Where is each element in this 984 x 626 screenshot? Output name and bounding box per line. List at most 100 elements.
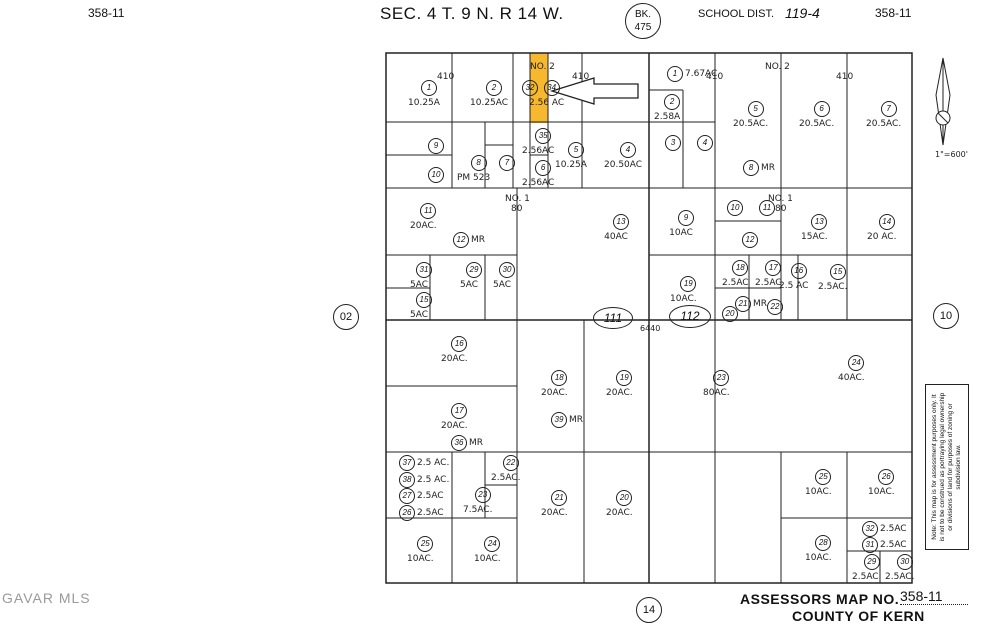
adjacent-map-south[interactable]: 14 [636, 597, 662, 623]
parcel-number: 8 [743, 160, 759, 176]
distance-label: 80 [511, 204, 523, 214]
parcel-area: 10AC. [474, 554, 501, 564]
parcel-ne-4[interactable]: 4 [697, 135, 713, 151]
parcel-area: 10.25A [555, 160, 587, 170]
parcel-ne-3[interactable]: 3 [665, 135, 681, 151]
parcel-area: 80AC. [703, 388, 730, 398]
parcel-area: 10AC. [407, 554, 434, 564]
adjacent-map-east[interactable]: 10 [933, 303, 959, 329]
parcel-number: 36 [451, 435, 467, 451]
parcel-area: 5AC [492, 280, 511, 290]
parcel-ne-11[interactable]: 11 [759, 200, 775, 216]
parcel-ne-10[interactable]: 10 [727, 200, 743, 216]
parcel-area: 15AC. [801, 232, 828, 242]
parcel-number: 2 [486, 80, 503, 96]
county-label: COUNTY OF KERN [792, 608, 925, 624]
book-badge: BK. 475 [625, 3, 661, 39]
parcel-number: 2 [664, 94, 681, 110]
parcel-number: 18 [732, 260, 749, 276]
parcel-area: 2.5 AC. [417, 458, 450, 468]
parcel-number: 30 [896, 554, 913, 570]
distance-label: 410 [572, 72, 590, 82]
parcel-area: 2.5AC. [491, 473, 521, 483]
parcel-number: 1 [420, 80, 437, 96]
parcel-nw-32[interactable]: 32 [522, 80, 538, 96]
parcel-number: 6 [535, 160, 552, 176]
parcel-area: 2.5AC [417, 491, 444, 501]
parcel-nw-9[interactable]: 9 [428, 138, 444, 154]
parcel-ne-20[interactable]: 20 [722, 306, 738, 322]
parcel-nw-10[interactable]: 10 [428, 167, 444, 183]
pointer-arrow-icon [549, 77, 639, 105]
parcel-area: 2.5AC [880, 524, 907, 534]
road-label-112: 112 [669, 305, 711, 328]
parcel-ne-12[interactable]: 12 [742, 232, 758, 248]
corner-label: NO. 2 [530, 62, 555, 72]
parcel-number: 21 [735, 296, 751, 312]
parcel-number: 19 [616, 370, 633, 386]
parcel-ne-22[interactable]: 22 [767, 299, 783, 315]
page-number-right: 358-11 [875, 6, 912, 20]
parcel-area: 20.5AC. [799, 119, 835, 129]
parcel-nw-7[interactable]: 7 [499, 155, 515, 171]
parcel-number: 29 [863, 554, 880, 570]
assessors-map-label: ASSESSORS MAP NO. [740, 591, 900, 607]
adjacent-map-west[interactable]: 02 [333, 304, 359, 330]
